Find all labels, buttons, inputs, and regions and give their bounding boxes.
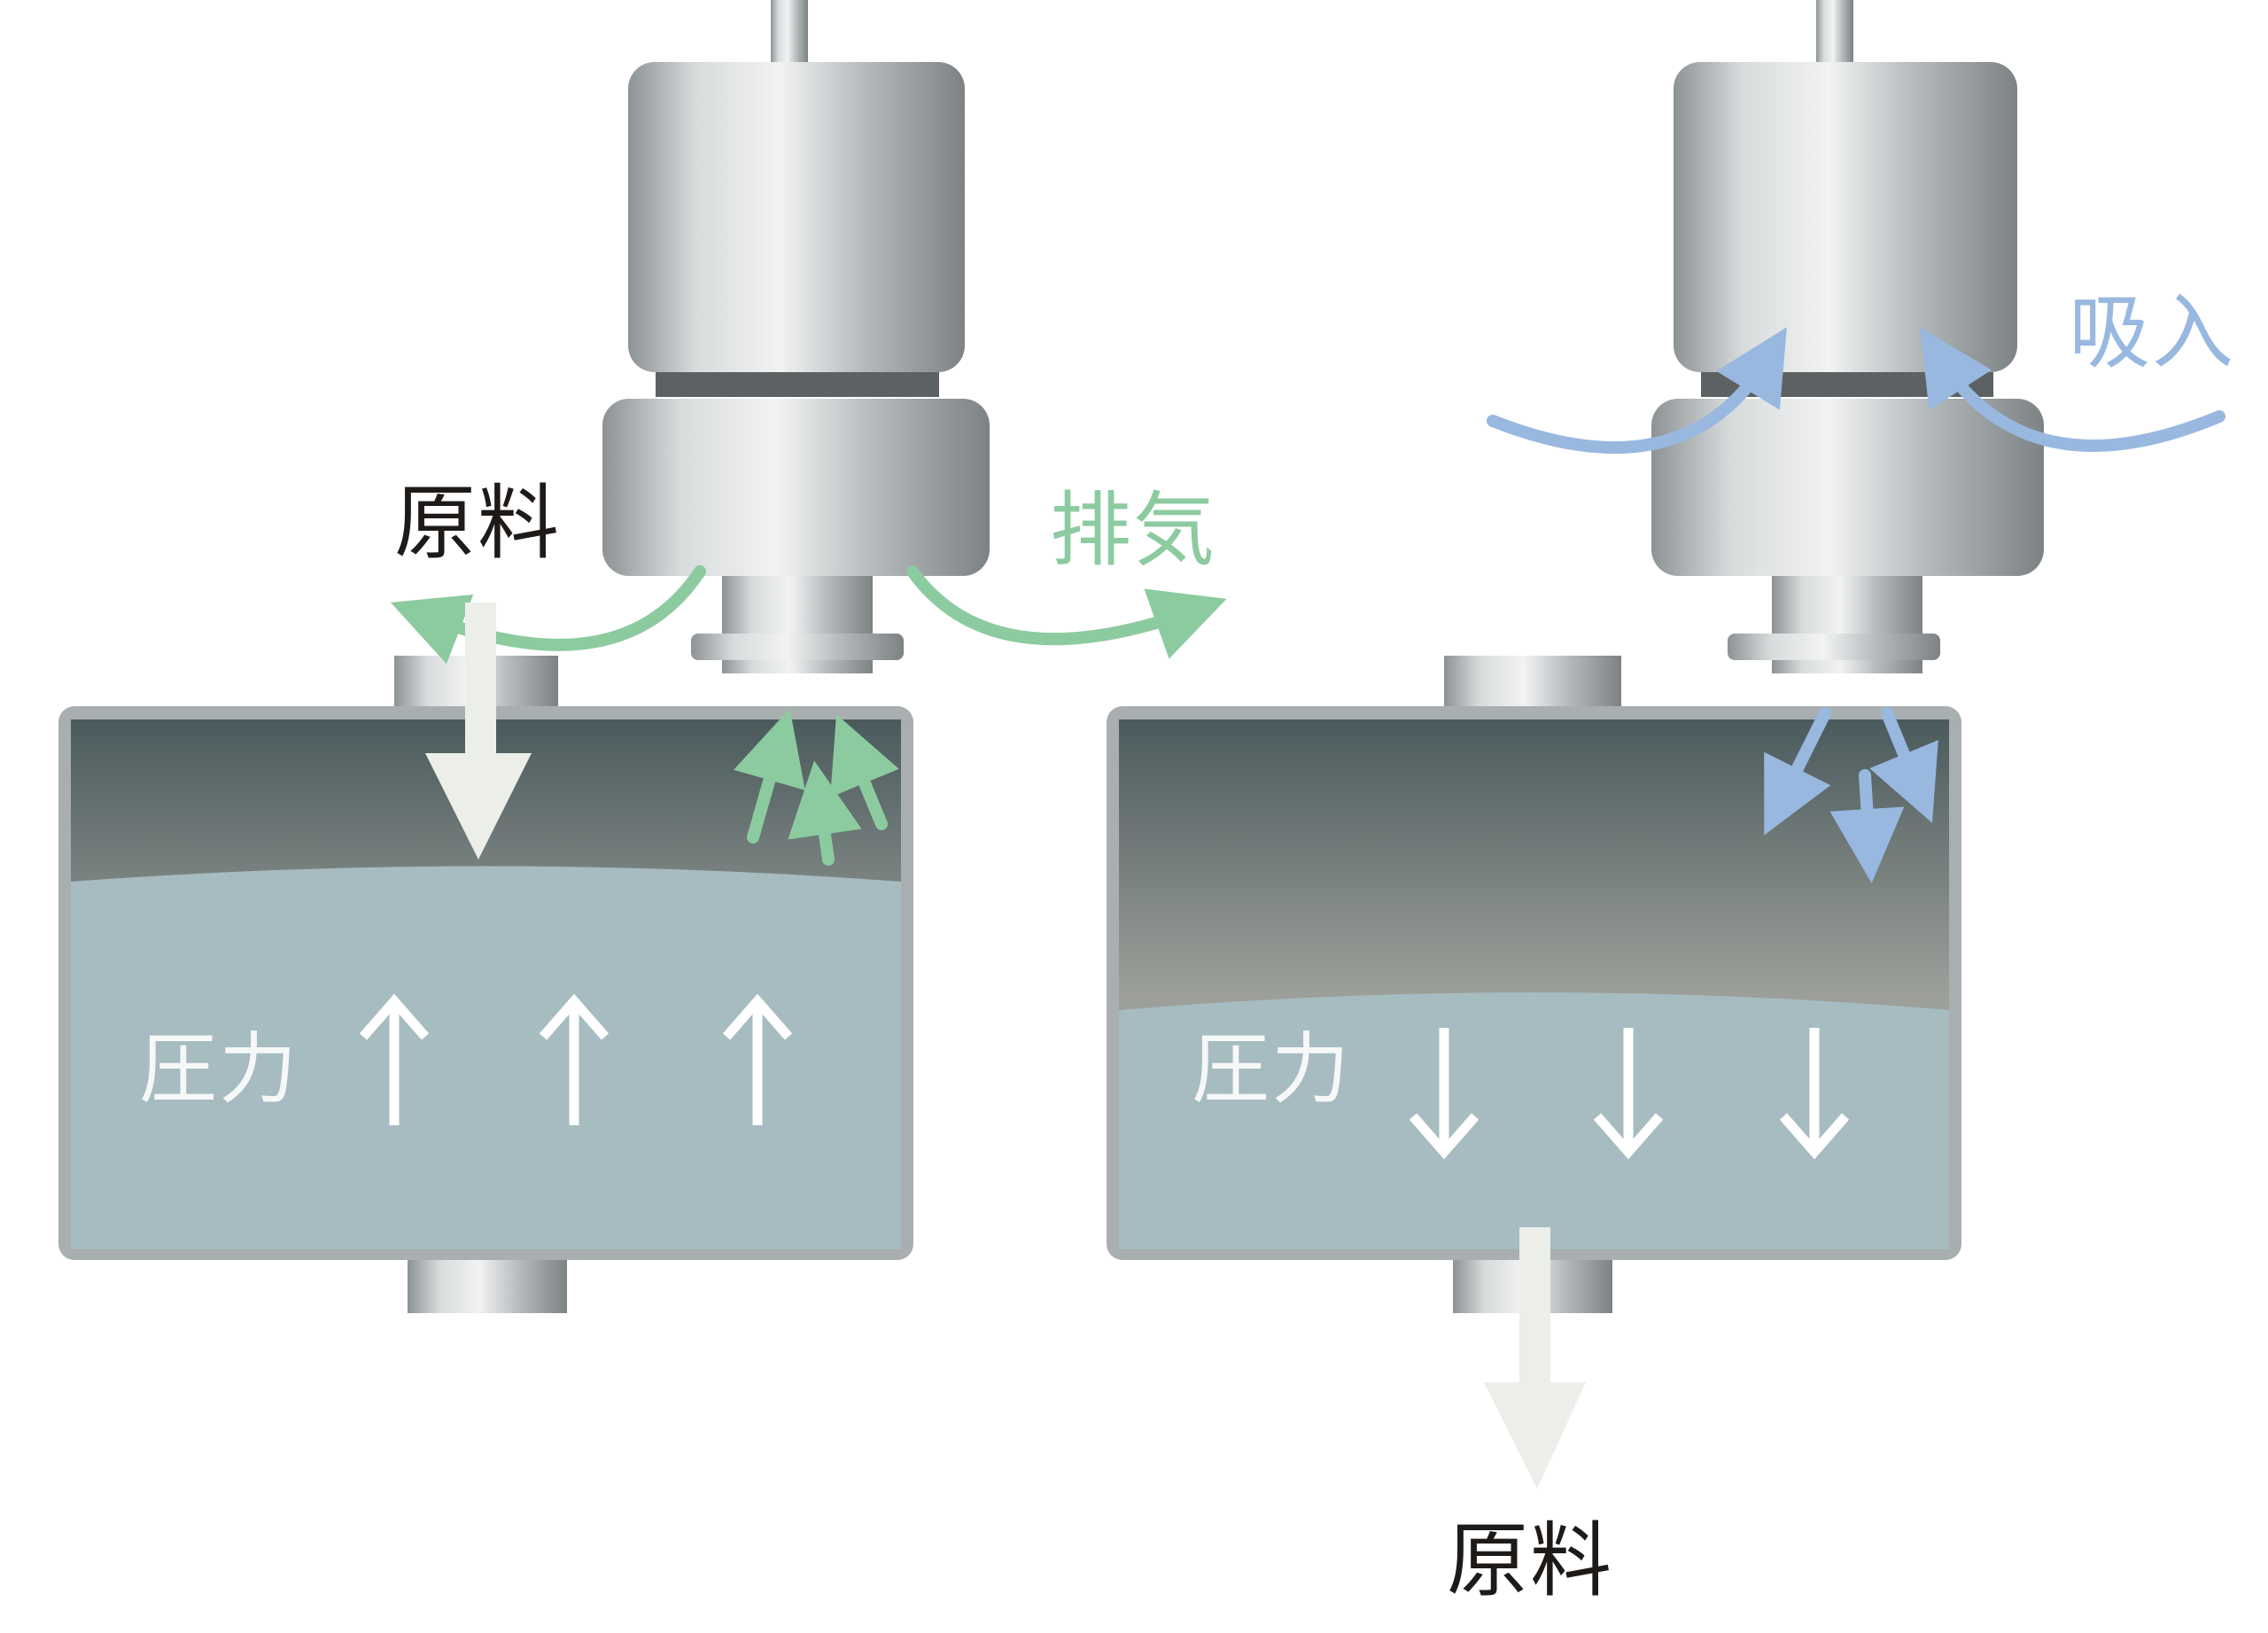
intake-label: 吸入 (2069, 285, 2236, 380)
pressure-label-right: 圧力 (1192, 1023, 1352, 1115)
right-valve (1651, 0, 2044, 673)
material-label-bottom: 原料 (1447, 1513, 1614, 1608)
right-tank (1107, 656, 1961, 1313)
material-label-left: 原料 (394, 476, 562, 571)
pressure-arrows-up (359, 993, 793, 1125)
exhaust-label: 排気 (1050, 483, 1217, 578)
intake-arrows (1487, 327, 2225, 883)
pressure-label-left: 圧力 (139, 1023, 299, 1115)
pressure-arrows-down (1409, 1028, 1850, 1160)
material-arrows (425, 603, 1586, 1489)
left-valve (602, 0, 990, 673)
